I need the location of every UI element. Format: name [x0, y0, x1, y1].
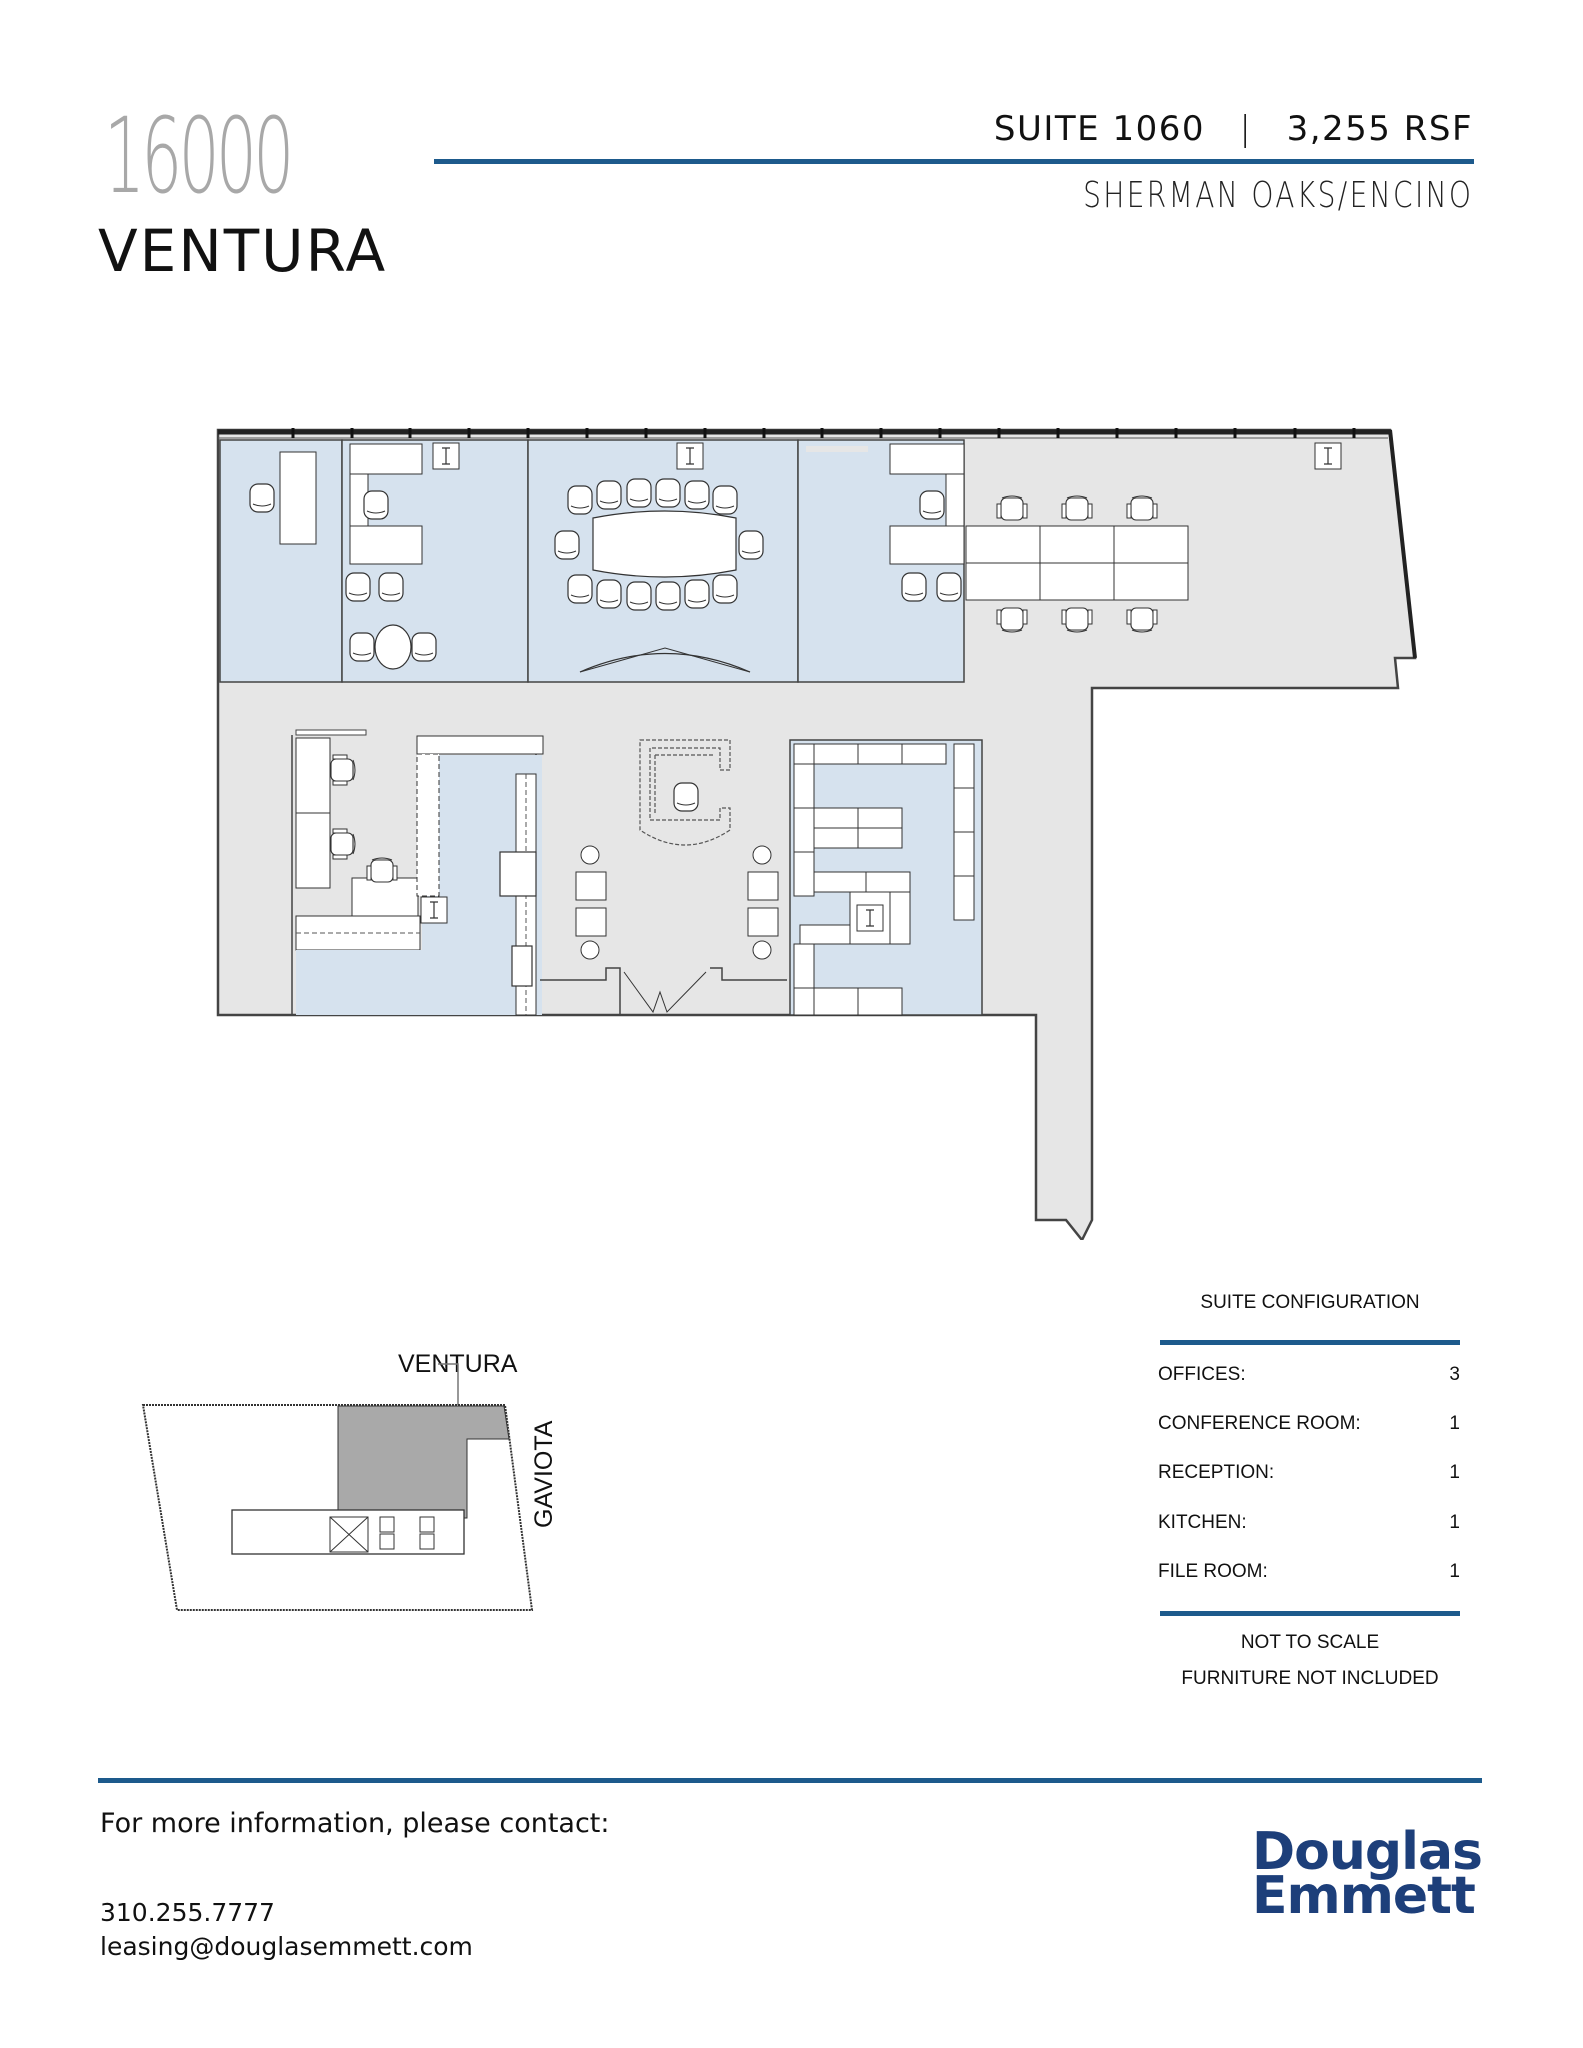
config-label: RECEPTION:: [1158, 1462, 1275, 1483]
config-row: CONFERENCE ROOM: 1: [1158, 1413, 1460, 1435]
config-title: SUITE CONFIGURATION: [1200, 1292, 1420, 1313]
suite-area: 3,255 RSF: [1286, 109, 1473, 149]
building-name: VENTURA: [98, 217, 388, 285]
reception-desk: [639, 739, 731, 846]
note-furniture: FURNITURE NOT INCLUDED: [1181, 1668, 1439, 1689]
suite-separator: |: [1239, 109, 1253, 149]
config-row: OFFICES: 3: [1158, 1364, 1460, 1386]
key-map-drawing: [141, 1363, 534, 1611]
config-value: 1: [1449, 1561, 1460, 1582]
footer-rule: [98, 1778, 1482, 1783]
config-row: RECEPTION: 1: [1158, 1462, 1460, 1484]
config-rule-top: [1160, 1340, 1460, 1345]
config-rule-bottom: [1160, 1611, 1460, 1616]
header-rule: [434, 159, 1474, 164]
contact-heading: For more information, please contact:: [100, 1808, 610, 1839]
config-value: 1: [1449, 1413, 1460, 1434]
note-not-to-scale: NOT TO SCALE: [1240, 1632, 1380, 1653]
suite-number: SUITE 1060: [993, 109, 1205, 149]
floor-plan-drawing: [216, 428, 1417, 1243]
config-value: 1: [1449, 1462, 1460, 1483]
suite-info: SUITE 1060 | 3,255 RSF: [994, 112, 1473, 146]
contact-email[interactable]: leasing@douglasemmett.com: [100, 1932, 473, 1961]
submarket: SHERMAN OAKS/ENCINO: [1082, 175, 1473, 216]
config-label: FILE ROOM:: [1158, 1561, 1268, 1582]
config-label: CONFERENCE ROOM:: [1158, 1413, 1361, 1434]
building-number: 16000: [104, 95, 294, 217]
logo-line-2: Emmett: [1252, 1866, 1476, 1926]
config-label: OFFICES:: [1158, 1364, 1246, 1385]
logo-line-1: Douglas: [1252, 1822, 1483, 1882]
config-row: FILE ROOM: 1: [1158, 1561, 1460, 1583]
douglas-emmett-logo: Douglas Emmett: [1252, 1822, 1483, 1926]
config-value: 3: [1449, 1364, 1460, 1385]
open-workstations: [965, 525, 1189, 601]
contact-phone[interactable]: 310.255.7777: [100, 1898, 275, 1927]
config-label: KITCHEN:: [1158, 1512, 1247, 1533]
config-value: 1: [1449, 1512, 1460, 1533]
config-row: KITCHEN: 1: [1158, 1512, 1460, 1534]
floor-plan: [210, 420, 1420, 1245]
